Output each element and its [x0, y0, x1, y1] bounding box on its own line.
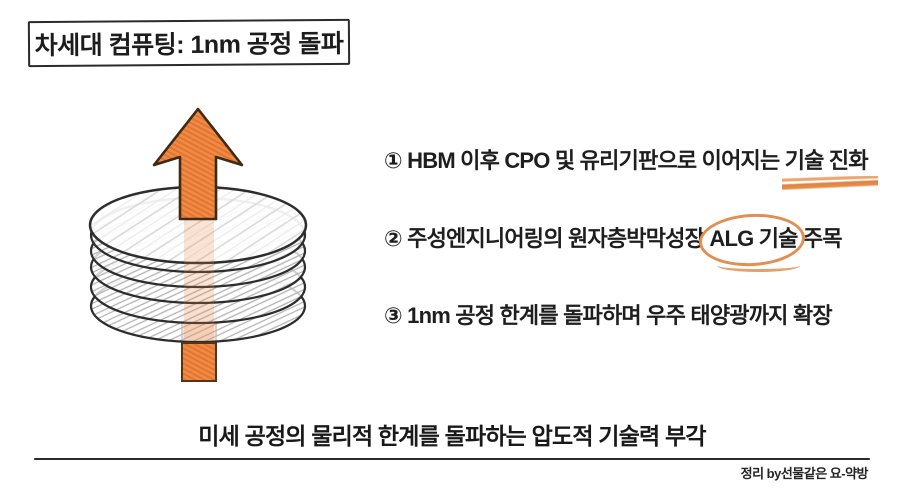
wafer-stack-arrow-illustration — [66, 95, 336, 395]
arrow-tail — [181, 342, 217, 382]
bullet-1-underlined-text: 기술 진화 — [781, 145, 878, 190]
summary-statement: 미세 공정의 물리적 한계를 돌파하는 압도적 기술력 부각 — [198, 423, 706, 449]
bullet-item-3: ③ 1nm 공정 한계를 돌파하며 우주 태양광까지 확장 — [384, 300, 894, 332]
bullet-3-text: ③ 1nm 공정 한계를 돌파하며 우주 태양광까지 확장 — [384, 303, 833, 328]
page-title: 차세대 컴퓨팅: 1nm 공정 돌파 — [34, 29, 344, 61]
bullet-2-circled-text: ALG 기술 — [709, 223, 800, 272]
bullet-2-text: ② 주성엔지니어링의 원자층박막성장 — [384, 226, 710, 251]
bullet-1-text: ① HBM 이후 CPO 및 유리기판으로 이어지는 — [384, 148, 785, 173]
up-arrow-icon — [152, 107, 244, 221]
wafer-disk-stack — [88, 185, 308, 344]
footer-credit: 정리 by선물같은 요-약방 — [740, 466, 869, 481]
wafer-stack-arrow-icon — [88, 107, 308, 382]
bullet-2-suffix: 주목 — [797, 226, 843, 251]
bullet-item-2: ② 주성엔지니어링의 원자층박막성장 ALG 기술 주목 — [384, 223, 894, 272]
bullet-item-1: ① HBM 이후 CPO 및 유리기판으로 이어지는 기술 진화 — [384, 145, 894, 190]
footer-divider — [34, 458, 870, 460]
title-box: 차세대 컴퓨팅: 1nm 공정 돌파 — [27, 18, 351, 68]
